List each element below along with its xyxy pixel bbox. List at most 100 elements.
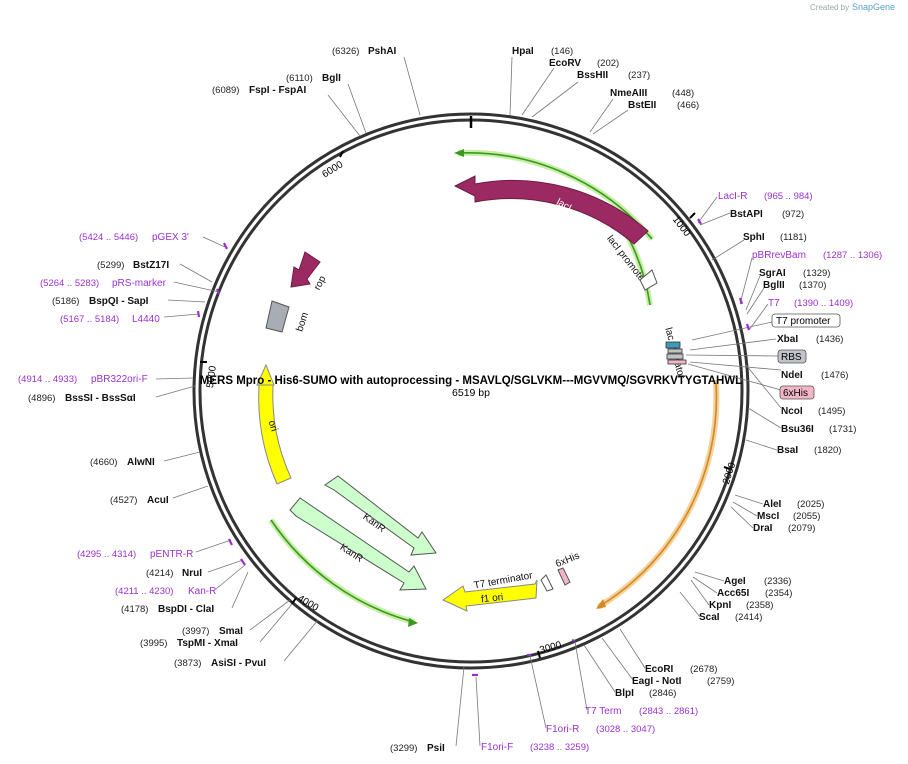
primer-mark-pbrrevbam (738, 297, 744, 305)
enzyme-pos-bsai: (1820) (814, 445, 841, 456)
primer-mark-t7-term (571, 638, 576, 643)
primer-f1ori-r[interactable]: F1ori-R (546, 724, 579, 735)
enzyme-drai[interactable]: DraI (753, 523, 773, 534)
enzyme-pos-sphi: (1181) (780, 232, 807, 243)
leader-drai (730, 506, 754, 529)
enzyme-eagi[interactable]: EagI - NotI (632, 676, 682, 687)
enzyme-bstapi[interactable]: BstAPI (730, 209, 763, 220)
leader-pbrrevbam (739, 257, 753, 305)
rbs-label[interactable]: RBS (781, 352, 802, 363)
enzyme-smai[interactable]: SmaI (219, 626, 243, 637)
enzyme-alei[interactable]: AleI (763, 499, 782, 510)
enzyme-bgli[interactable]: BglI (322, 73, 341, 84)
leader-agei (694, 571, 725, 582)
enzyme-ncoi[interactable]: NcoI (781, 406, 803, 417)
enzyme-ecori[interactable]: EcoRI (645, 664, 674, 675)
primer-prs-marker[interactable]: pRS-marker (112, 278, 167, 289)
leader-laci-r (697, 196, 718, 224)
enzyme-bsteii[interactable]: BstEII (628, 100, 657, 111)
backbone-outer-ring (192, 112, 750, 670)
primer-pgex[interactable]: pGEX 3' (152, 232, 189, 243)
leader-smai (249, 599, 291, 631)
primer-t7[interactable]: T7 (768, 298, 780, 309)
leader-bsssi (155, 385, 196, 398)
enzyme-pos-bsu36i: (1731) (829, 424, 856, 435)
enzyme-bstz17i[interactable]: BstZ17I (133, 260, 169, 271)
leader-acc65i (692, 576, 718, 594)
enzyme-fspi[interactable]: FspI - FspAI (249, 85, 306, 96)
enzyme-tspmi[interactable]: TspMI - XmaI (177, 638, 238, 649)
primer-l4440[interactable]: L4440 (132, 314, 160, 325)
tick-1000-mark (689, 212, 696, 219)
primer-range-l4440: (5167 .. 5184) (60, 314, 119, 325)
leader-bsshii (531, 81, 579, 118)
enzyme-pos-bspqi: (5186) (52, 296, 79, 307)
leader-bsu36i (747, 407, 782, 429)
leader-alei (734, 494, 764, 505)
primer-kan-r[interactable]: Kan-R (188, 586, 216, 597)
leader-xbai (689, 338, 777, 351)
primer-mark-kan-r (240, 558, 246, 566)
leader-eagi (601, 637, 634, 681)
enzyme-pos-pshai: (6326) (332, 46, 359, 57)
leader-bsteii (592, 109, 629, 135)
enzyme-agei[interactable]: AgeI (724, 576, 746, 587)
t7-promoter-label[interactable]: T7 promoter (776, 316, 831, 327)
enzyme-pos-bsssi: (4896) (28, 393, 55, 404)
enzyme-asisi[interactable]: AsiSI - PvuI (211, 658, 266, 669)
enzyme-pos-acui: (4527) (110, 495, 137, 506)
primer-range-t7: (1390 .. 1409) (794, 298, 853, 309)
enzyme-pos-bstz17i: (5299) (97, 260, 124, 271)
enzyme-nmeaiii[interactable]: NmeAIII (610, 88, 647, 99)
leader-pentr-r (195, 539, 232, 553)
enzyme-sphi[interactable]: SphI (743, 232, 765, 243)
enzyme-ndei[interactable]: NdeI (781, 370, 803, 381)
enzyme-bspdi[interactable]: BspDI - ClaI (158, 604, 214, 615)
leader-l4440 (163, 313, 200, 318)
primer-pentr-r[interactable]: pENTR-R (150, 549, 193, 560)
enzyme-pshai[interactable]: PshAI (368, 46, 397, 57)
primer-mark-l4440 (196, 310, 201, 318)
ori-label: ori (266, 419, 280, 433)
enzyme-pos-ecori: (2678) (690, 664, 717, 675)
leader-bstapi (699, 212, 731, 226)
enzyme-bsu36i[interactable]: Bsu36I (781, 424, 814, 435)
enzyme-msci[interactable]: MscI (757, 511, 779, 522)
enzyme-acui[interactable]: AcuI (147, 495, 169, 506)
enzyme-blpi[interactable]: BlpI (615, 688, 634, 699)
laci-feature (453, 175, 649, 245)
enzyme-bspqi[interactable]: BspQI - SapI (89, 296, 149, 307)
enzyme-pos-eagi: (2759) (707, 676, 734, 687)
leader-nrui (207, 559, 244, 573)
tick-2000-mark (723, 466, 731, 470)
enzyme-pos-smai: (3997) (182, 626, 209, 637)
enzyme-psii[interactable]: PsiI (427, 743, 445, 754)
primer-pbrrevbam[interactable]: pBRrevBam (752, 250, 806, 261)
enzyme-bglii[interactable]: BglII (763, 280, 785, 291)
primer-laci-r[interactable]: LacI-R (718, 191, 747, 202)
enzyme-bsshii[interactable]: BssHII (577, 70, 608, 81)
enzyme-acc65i[interactable]: Acc65I (717, 588, 749, 599)
enzyme-nrui[interactable]: NruI (182, 568, 202, 579)
primer-range-laci-r: (965 .. 984) (764, 191, 813, 202)
f1-ori-feature (441, 579, 538, 612)
enzyme-ecorv[interactable]: EcoRV (549, 58, 581, 69)
enzyme-alwni[interactable]: AlwNI (127, 457, 155, 468)
enzyme-kpni[interactable]: KpnI (709, 600, 731, 611)
primer-mark-t7 (745, 323, 751, 331)
primer-t7-term[interactable]: T7 Term (585, 706, 622, 717)
leader-bstz17i (179, 263, 213, 283)
6xhis-label[interactable]: 6xHis (783, 388, 808, 399)
leader-t7-term (574, 641, 588, 711)
leader-pgex (202, 236, 226, 248)
primer-f1ori-f[interactable]: F1ori-F (481, 742, 513, 753)
primer-pbr322ori-f[interactable]: pBR322ori-F (91, 374, 148, 385)
enzyme-bsssi[interactable]: BssSI - BssSαI (65, 393, 136, 404)
leader-bsai (745, 439, 778, 451)
enzyme-sgrai[interactable]: SgrAI (759, 268, 786, 279)
enzyme-scai[interactable]: ScaI (699, 612, 720, 623)
enzyme-hpai[interactable]: HpaI (512, 46, 534, 57)
enzyme-bsai[interactable]: BsaI (777, 445, 798, 456)
primer-mark-pentr-r (228, 538, 233, 546)
enzyme-xbai[interactable]: XbaI (777, 334, 798, 345)
